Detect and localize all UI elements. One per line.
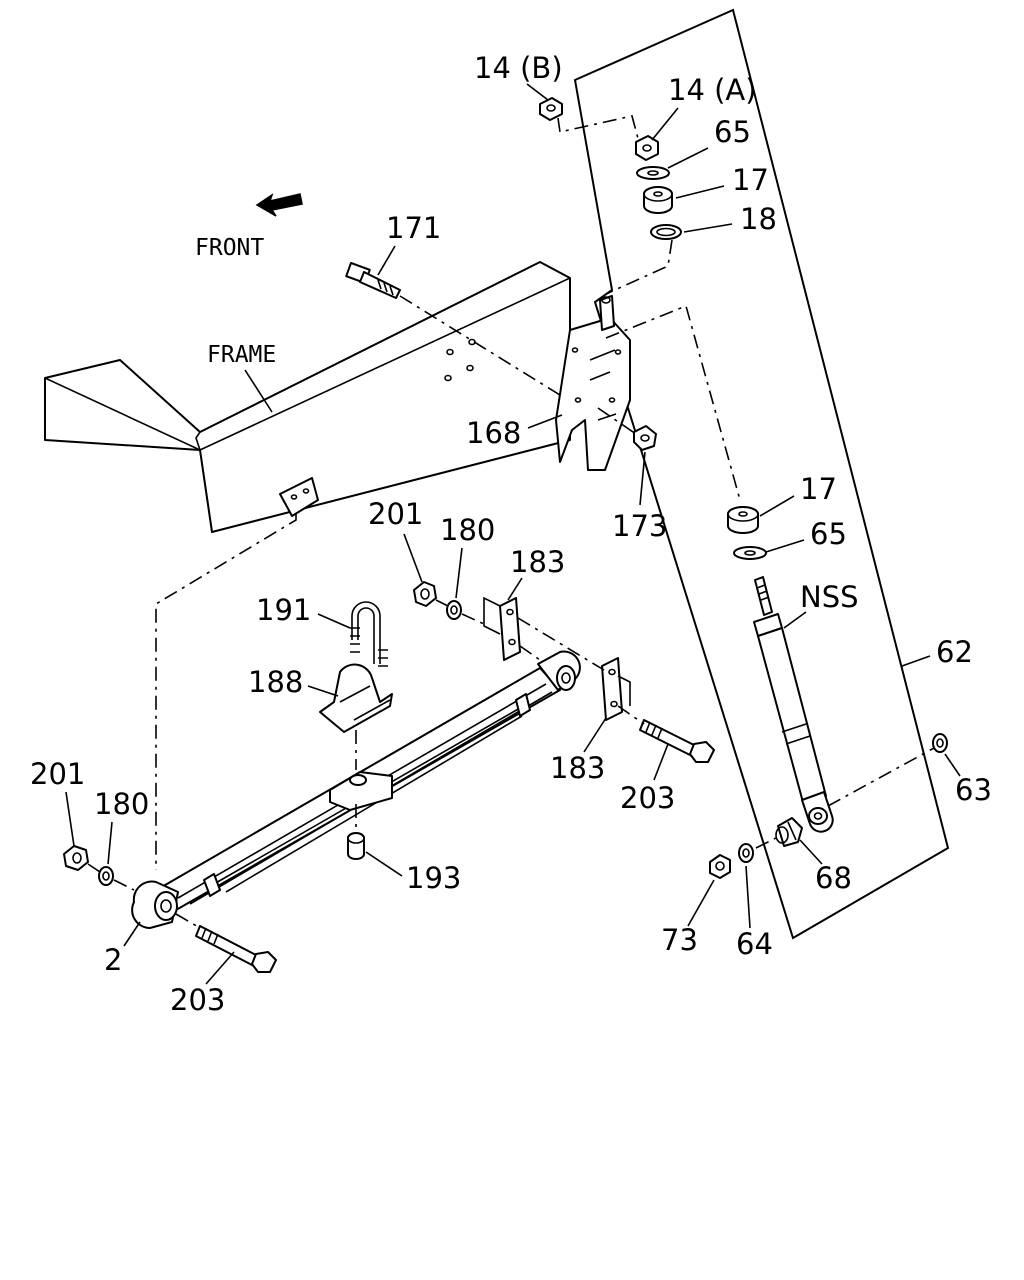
callout-nss: NSS	[800, 580, 859, 614]
washer-65-bottom	[733, 546, 767, 560]
callout-183-bottom: 183	[550, 751, 605, 785]
callout-183-top: 183	[510, 545, 565, 579]
nut-14a	[635, 135, 659, 161]
callout-73: 73	[661, 923, 698, 957]
callout-180-top: 180	[440, 513, 495, 547]
nut-201-top	[413, 581, 437, 607]
nut-173	[633, 425, 657, 451]
spring-pad-188	[319, 663, 393, 733]
u-bolt-191	[350, 601, 388, 667]
washer-180-top	[446, 600, 462, 620]
leaf-spring-2	[131, 650, 581, 929]
callout-193: 193	[406, 861, 461, 895]
front-label: FRONT	[195, 235, 264, 261]
callout-168: 168	[466, 416, 521, 450]
callout-201-top: 201	[368, 497, 423, 531]
nut-201-left	[63, 845, 89, 871]
bolt-171	[345, 262, 401, 299]
callout-63: 63	[955, 773, 992, 807]
washer-63	[932, 733, 948, 753]
shackle-plate-183-bottom	[601, 657, 623, 721]
bushing-17-bottom	[727, 506, 759, 534]
shock-kit-outline	[573, 8, 950, 940]
callout-14b: 14 (B)	[474, 51, 563, 85]
callout-17-top: 17	[732, 163, 769, 197]
callout-14a: 14 (A)	[668, 73, 757, 107]
shock-absorber-nss	[753, 576, 834, 833]
callout-180-left: 180	[94, 787, 149, 821]
callout-203-left: 203	[170, 983, 225, 1017]
nut-73	[709, 854, 731, 879]
callout-18: 18	[740, 202, 777, 236]
callout-17-bottom: 17	[800, 472, 837, 506]
callout-65-bottom: 65	[810, 517, 847, 551]
callout-171: 171	[386, 211, 441, 245]
bushing-68	[775, 817, 803, 847]
spacer-193	[347, 832, 365, 860]
callout-191: 191	[256, 593, 311, 627]
bolt-203-right	[639, 719, 715, 763]
shackle-plate-183-top	[499, 597, 521, 661]
callout-173: 173	[612, 509, 667, 543]
washer-65-top	[636, 166, 670, 180]
washer-64	[738, 843, 754, 863]
arrow-left-down-icon	[255, 193, 303, 217]
shock-bracket-168	[555, 295, 631, 471]
callout-64: 64	[736, 927, 773, 961]
bushing-17-top	[643, 186, 673, 214]
nut-14b	[539, 97, 563, 121]
bolt-203-left	[195, 925, 277, 973]
callout-201-left: 201	[30, 757, 85, 791]
frame-rail	[44, 261, 571, 533]
callout-203-right: 203	[620, 781, 675, 815]
callout-62: 62	[936, 635, 973, 669]
callout-65-top: 65	[714, 115, 751, 149]
callout-188: 188	[248, 665, 303, 699]
callout-68: 68	[815, 861, 852, 895]
callout-2: 2	[104, 943, 122, 977]
retainer-18	[650, 224, 682, 240]
washer-180-left	[98, 866, 114, 886]
frame-label: FRAME	[207, 342, 276, 368]
